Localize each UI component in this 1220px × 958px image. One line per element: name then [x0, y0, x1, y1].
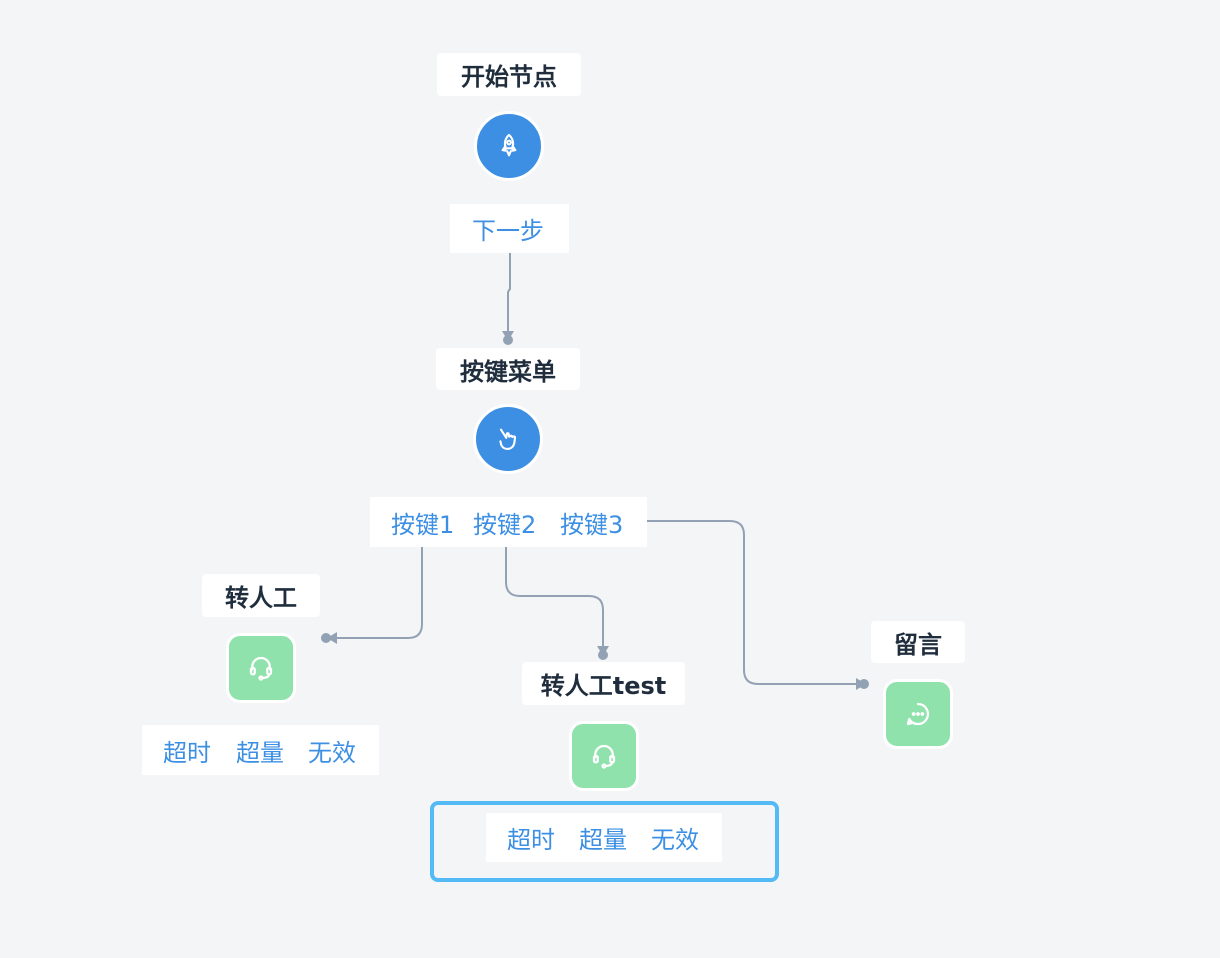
port-key-1[interactable]: 按键1 — [391, 510, 455, 539]
start-node-title[interactable]: 开始节点 — [437, 53, 581, 96]
start-node-ports: 下一步 — [450, 204, 569, 253]
arrow-into-menu — [502, 331, 514, 341]
menu-node-title[interactable]: 按键菜单 — [436, 348, 580, 390]
port-timeout[interactable]: 超时 — [163, 738, 211, 767]
chat-bubble-icon — [906, 702, 930, 726]
pointer-hand-icon — [499, 428, 517, 450]
edge-key3-to-message[interactable] — [624, 520, 858, 685]
edge-start-to-menu[interactable] — [507, 243, 511, 332]
port-next-step[interactable]: 下一步 — [472, 217, 544, 245]
port-overflow[interactable]: 超量 — [579, 826, 627, 854]
anchor-transfer-test-in — [598, 650, 608, 660]
port-key-3[interactable]: 按键3 — [560, 510, 624, 539]
edge-key1-to-transfer[interactable] — [330, 537, 423, 639]
headset-icon — [592, 744, 616, 769]
anchor-menu-in — [503, 335, 513, 345]
transfer-node-ports: 超时 超量 无效 — [142, 725, 379, 775]
selected-node-outline[interactable] — [430, 801, 779, 882]
arrow-into-transfer — [327, 632, 337, 644]
port-key-2[interactable]: 按键2 — [473, 510, 537, 539]
menu-node-ports: 按键1 按键2 按键3 — [370, 497, 647, 547]
transfer-node-icon[interactable] — [226, 633, 296, 703]
edge-key2-to-transfer-test[interactable] — [505, 537, 604, 648]
anchor-message-in — [859, 679, 869, 689]
menu-node-icon[interactable] — [473, 404, 543, 474]
transfer-test-node-ports: 超时 超量 无效 — [486, 813, 722, 862]
transfer-test-node-icon[interactable] — [569, 721, 639, 791]
port-timeout[interactable]: 超时 — [507, 826, 555, 854]
transfer-node-title[interactable]: 转人工 — [202, 574, 320, 617]
port-invalid[interactable]: 无效 — [651, 826, 699, 854]
arrow-into-message — [856, 678, 866, 690]
rocket-icon — [501, 133, 517, 157]
message-node-title[interactable]: 留言 — [871, 621, 965, 663]
port-invalid[interactable]: 无效 — [308, 738, 356, 767]
anchor-transfer-in — [321, 633, 331, 643]
port-overflow[interactable]: 超量 — [236, 738, 284, 767]
message-node-icon[interactable] — [883, 679, 953, 749]
headset-icon — [249, 656, 273, 681]
arrow-into-transfer-test — [597, 646, 609, 656]
transfer-test-node-title[interactable]: 转人工test — [522, 662, 685, 705]
start-node-icon[interactable] — [474, 111, 544, 181]
